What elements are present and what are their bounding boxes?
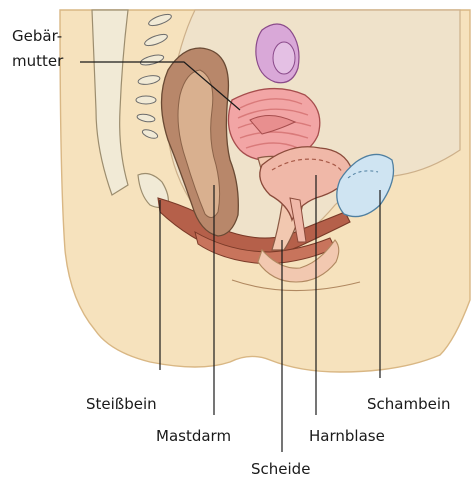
label-bladder: Harnblase xyxy=(309,427,385,445)
label-vagina: Scheide xyxy=(251,460,310,478)
label-uterus-line2: mutter xyxy=(12,52,64,70)
label-uterus-line1: Gebär- xyxy=(12,27,62,45)
label-coccyx: Steißbein xyxy=(86,395,157,413)
ovary xyxy=(256,24,299,83)
label-pubic-bone: Schambein xyxy=(367,395,451,413)
label-rectum: Mastdarm xyxy=(156,427,231,445)
